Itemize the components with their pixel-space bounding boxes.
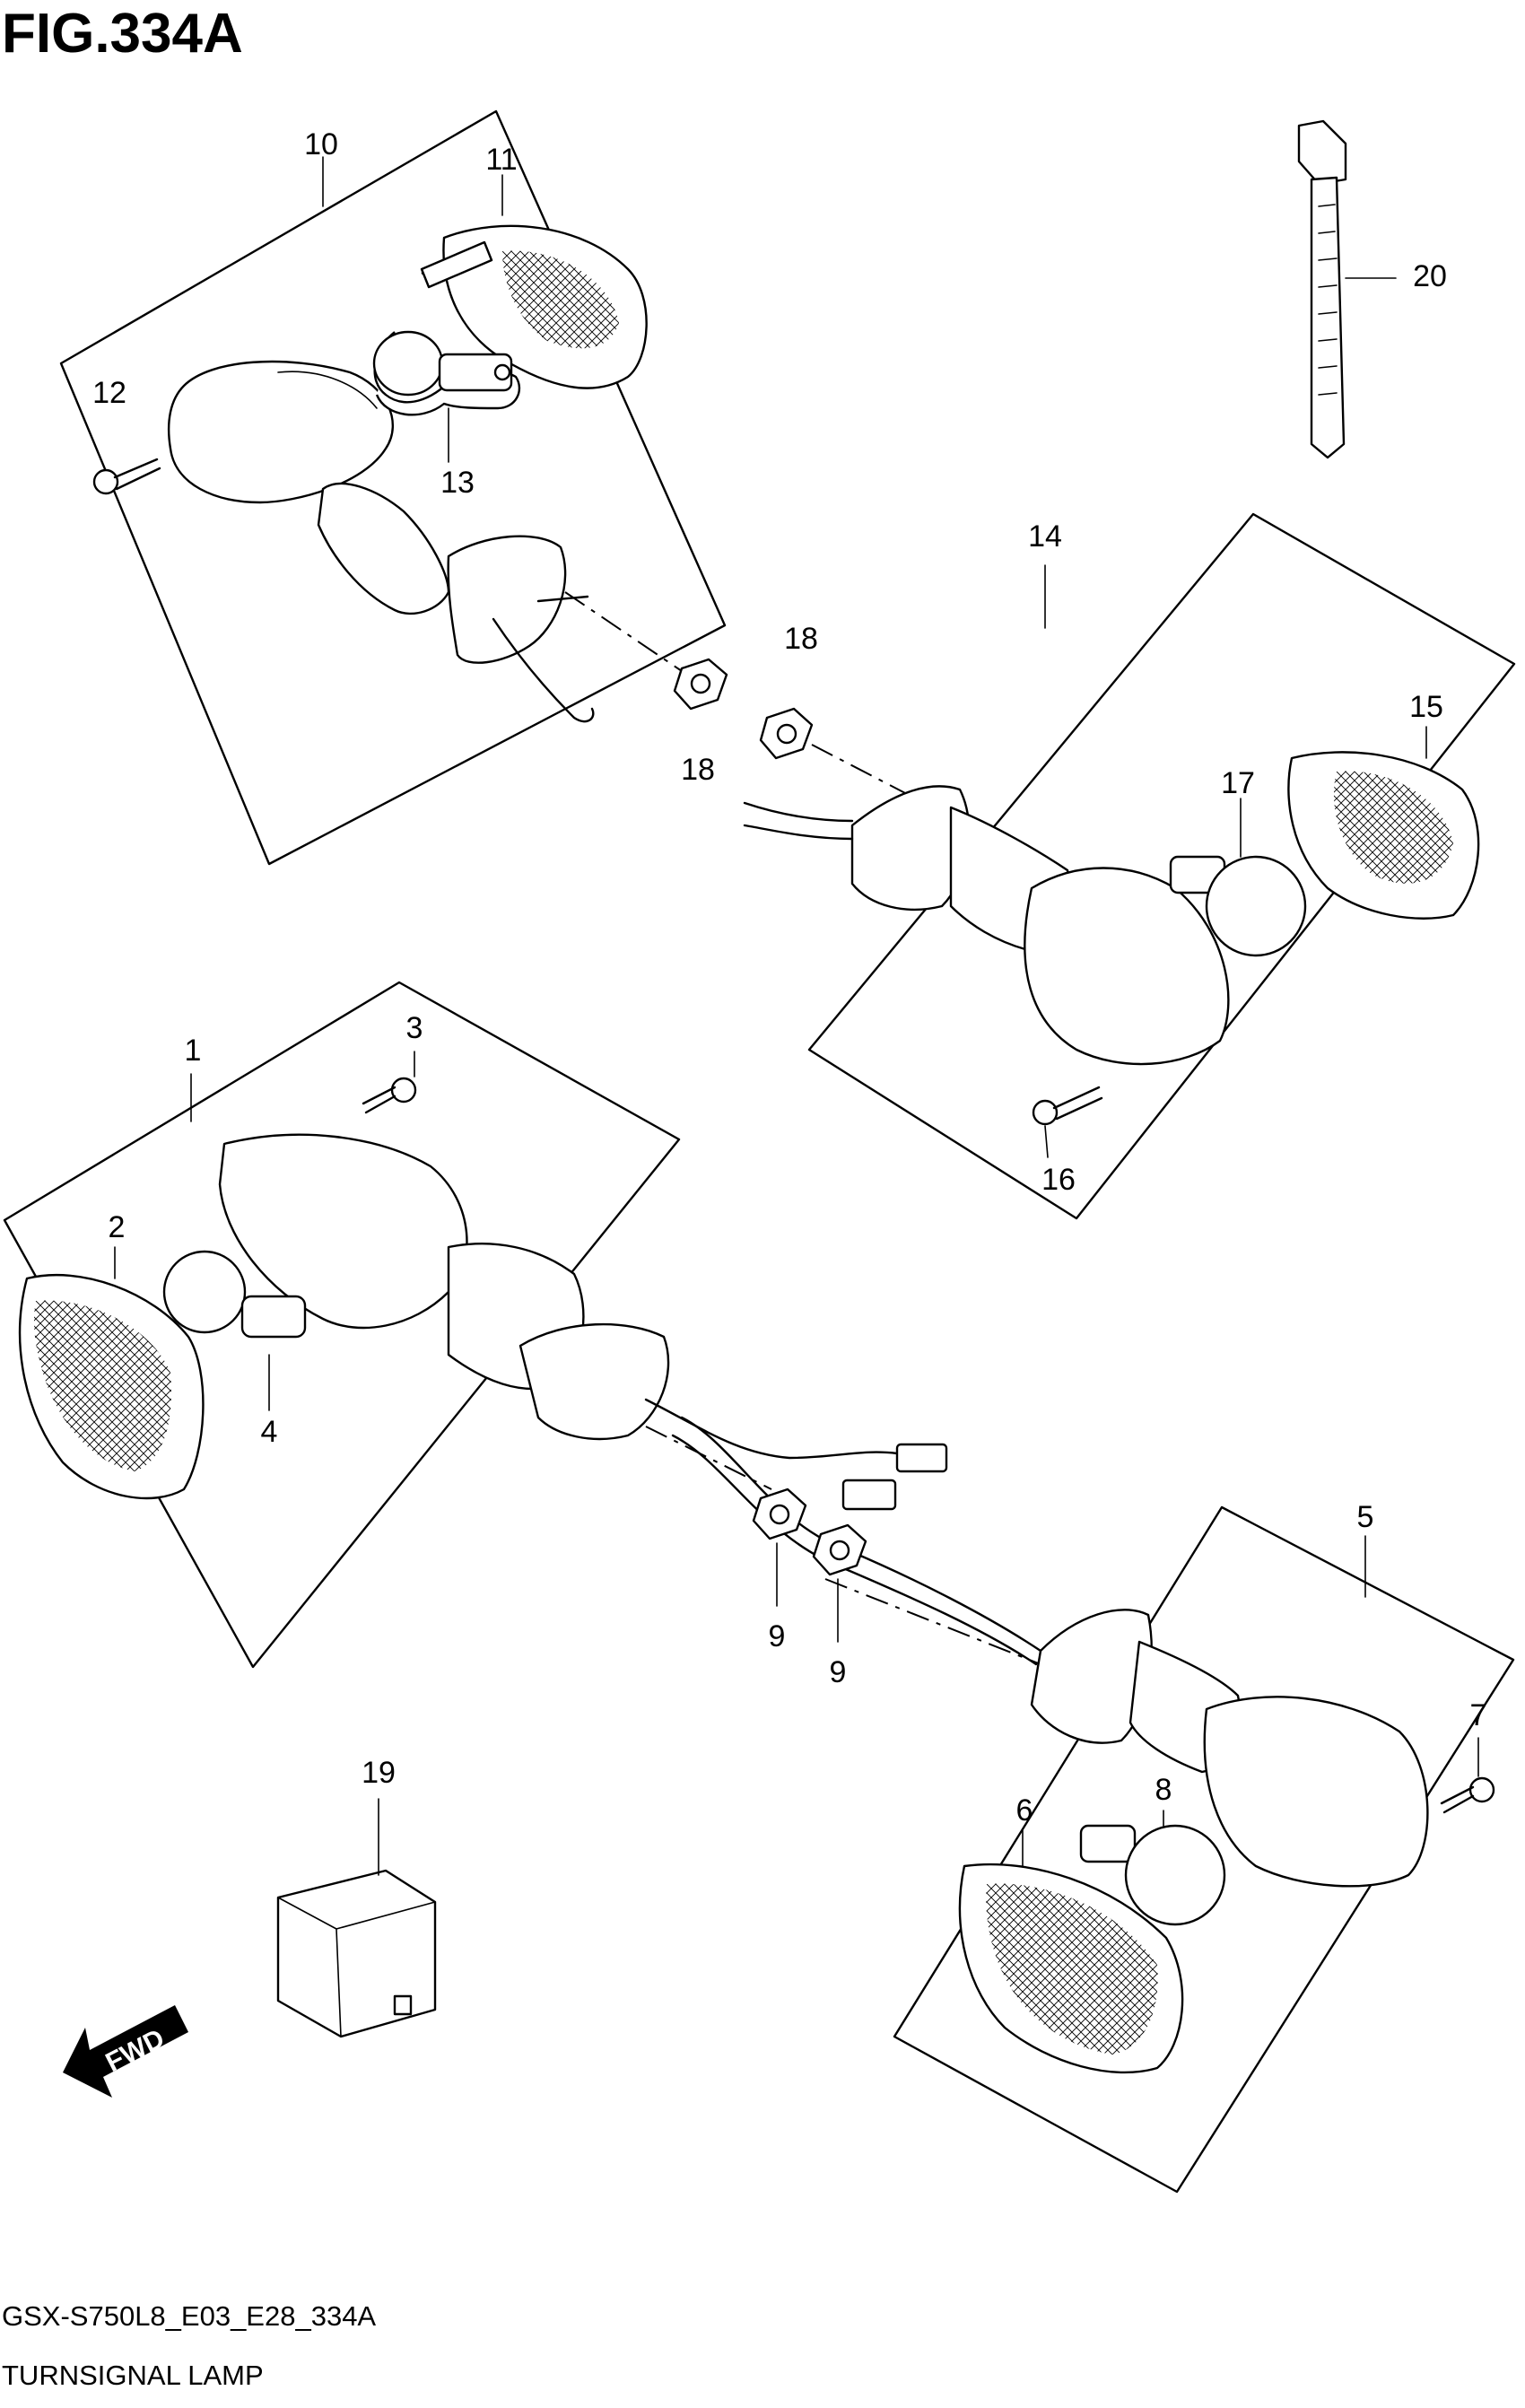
connector[interactable] [841,1479,897,1511]
callout-17: 17 [1221,766,1255,800]
turn-signal-lens-2[interactable] [18,1274,205,1500]
nut-9-right[interactable] [812,1523,867,1576]
callout-12: 12 [92,376,126,410]
turn-signal-housing-rear-left[interactable] [167,360,683,723]
assembly-box-1 [3,981,681,1669]
callout-15: 15 [1409,690,1443,724]
screw-3[interactable] [362,1077,417,1114]
turn-signal-housing-rear-right[interactable] [743,785,1230,1066]
bulb-4[interactable] [162,1250,307,1339]
callout-2: 2 [109,1210,126,1244]
figure-caption: TURNSIGNAL LAMP [2,2360,264,2391]
callout-16: 16 [1041,1163,1076,1197]
callout-3: 3 [406,1011,423,1045]
turn-signal-lens-15[interactable] [1287,751,1480,920]
diagram-code: GSX-S750L8_E03_E28_334A [2,2300,376,2332]
bulb-13[interactable] [372,330,521,416]
bulb-17[interactable] [1169,855,1307,957]
callout-7: 7 [1470,1698,1487,1732]
callout-8: 8 [1155,1773,1172,1807]
callout-20: 20 [1413,259,1447,293]
callout-11: 11 [485,143,517,177]
nut-18-left[interactable] [673,658,728,711]
figure-title: FIG.334A [2,3,243,65]
turn-signal-lens-11[interactable] [420,224,648,389]
nut-9-left[interactable] [752,1488,807,1540]
callout-19: 19 [362,1756,396,1790]
wiring-harness [671,1416,1042,1666]
screw-12[interactable] [92,458,161,495]
leader-16 [1044,1125,1049,1158]
callout-labels: 10 11 12 13 18 18 20 14 15 17 16 1 3 2 4… [92,127,1486,1828]
nut-18-right[interactable] [759,707,814,760]
screw-7[interactable] [1440,1776,1495,1814]
callout-14: 14 [1028,519,1062,554]
callout-13: 13 [440,466,475,500]
turn-signal-housing-front-left[interactable] [218,1133,948,1490]
turn-signal-lens-6[interactable] [958,1863,1184,2074]
callout-9-left: 9 [769,1619,786,1653]
cable-tie-20[interactable] [1297,119,1397,459]
relay-19[interactable] [276,1869,437,2038]
callout-18-right: 18 [784,622,818,656]
forward-direction-badge: FWD [63,2005,188,2098]
callout-9-right: 9 [830,1655,847,1689]
callout-1: 1 [185,1034,202,1068]
assembly-box-10 [59,109,727,866]
callout-4: 4 [261,1415,278,1449]
turn-signal-housing-front-right[interactable] [1030,1609,1429,1888]
mounting-axis-14 [811,744,934,808]
bulb-8[interactable] [1079,1824,1226,1926]
callout-18-left: 18 [681,753,715,787]
assembly-box-5 [893,1505,1515,2194]
callout-10: 10 [304,127,338,161]
screw-16[interactable] [1032,1086,1103,1126]
forward-arrow-icon [63,2005,188,2098]
callout-6: 6 [1016,1793,1033,1828]
callout-5: 5 [1357,1500,1374,1534]
